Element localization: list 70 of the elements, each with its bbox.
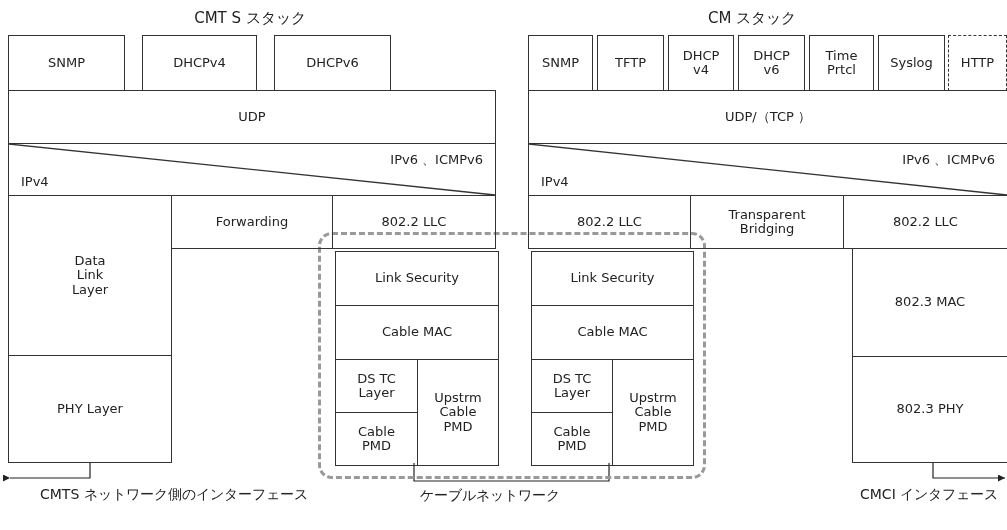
- stack-title: CM スタック: [707, 9, 797, 28]
- dashed-region-outline: [318, 232, 706, 479]
- layer-label: DHCP v4: [681, 48, 721, 78]
- layer-box: [878, 35, 945, 91]
- layer-box: [531, 412, 613, 466]
- layer-label: Cable MAC: [382, 325, 452, 340]
- connector-line: [413, 462, 610, 482]
- layer-box: [8, 355, 172, 463]
- layer-label: Time Prtcl: [824, 48, 859, 78]
- stack-title: CMT S スタック: [194, 9, 306, 28]
- layer-label: HTTP: [960, 55, 995, 71]
- layer-label: 802.2 LLC: [893, 214, 958, 230]
- layer-box: [335, 251, 499, 306]
- layer-label: Data Link Layer: [70, 254, 110, 297]
- layer-box: [335, 305, 499, 360]
- layer-label: Cable MAC: [577, 325, 648, 340]
- layer-box: [8, 195, 172, 356]
- layer-box: [274, 35, 391, 91]
- layer-label: 802.3 MAC: [894, 295, 966, 310]
- layer-label: Cable PMD: [357, 424, 396, 454]
- layer-box: [417, 359, 499, 466]
- layer-box: [668, 35, 734, 91]
- layer-box: [612, 359, 694, 466]
- split-layer-box: [528, 143, 1007, 196]
- layer-label: Transparent Bridging: [727, 207, 807, 237]
- layer-label: Forwarding: [215, 214, 289, 230]
- layer-label: UDP: [238, 109, 266, 125]
- layer-label: SNMP: [47, 55, 85, 71]
- layer-box: [528, 90, 1007, 144]
- edge-label: ケーブルネットワーク: [420, 487, 560, 505]
- layer-box: [528, 35, 593, 91]
- layer-label: 802.3 PHY: [896, 402, 964, 417]
- layer-label: PHY Layer: [57, 401, 123, 417]
- layer-label: UDP/（TCP ）: [725, 109, 811, 125]
- layer-label: SNMP: [541, 55, 579, 71]
- layer-label: Link Security: [374, 271, 460, 286]
- split-layer-box: [8, 143, 496, 196]
- arrow: [932, 462, 1006, 482]
- layer-label: Upstrm Cable PMD: [628, 391, 678, 434]
- edge-label: CMTS ネットワーク側のインターフェース: [40, 486, 308, 504]
- layer-box: [528, 195, 691, 249]
- edge-label: CMCI インタフェース: [860, 486, 999, 504]
- layer-box: [948, 35, 1007, 91]
- layer-box: [809, 35, 874, 91]
- layer-box: [738, 35, 805, 91]
- layer-box: [531, 305, 694, 360]
- layer-box: [8, 90, 496, 144]
- layer-box: [335, 412, 418, 466]
- layer-box: [531, 251, 694, 306]
- layer-label: IPv6 、ICMPv6: [902, 153, 995, 168]
- layer-label: Cable PMD: [552, 424, 592, 454]
- layer-label: IPv4: [21, 174, 49, 189]
- layer-label: DS TC Layer: [356, 371, 397, 401]
- layer-label: IPv6 、ICMPv6: [390, 153, 483, 168]
- layer-label: DHCP v6: [752, 48, 791, 78]
- layer-label: Upstrm Cable PMD: [433, 391, 483, 434]
- layer-label: DHCPv6: [306, 55, 359, 71]
- layer-box: [852, 356, 1007, 463]
- layer-box: [142, 35, 257, 91]
- layer-label: Link Security: [570, 271, 655, 286]
- layer-box: [332, 195, 496, 249]
- layer-label: 802.2 LLC: [577, 214, 642, 230]
- layer-label: IPv4: [541, 174, 569, 189]
- layer-label: TFTP: [615, 55, 646, 71]
- layer-label: DS TC Layer: [551, 371, 593, 401]
- layer-label: DHCPv4: [173, 55, 226, 71]
- layer-label: Syslog: [890, 55, 933, 71]
- layer-label: 802.2 LLC: [381, 214, 447, 230]
- layer-box: [597, 35, 664, 91]
- layer-box: [8, 35, 125, 91]
